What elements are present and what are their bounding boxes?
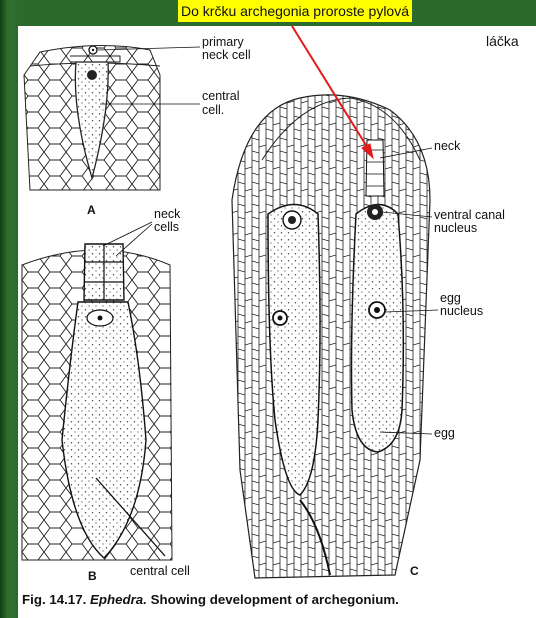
label-egg: egg bbox=[434, 427, 455, 440]
panel-b-drawing bbox=[22, 222, 172, 560]
annotation-text-line1: Do krčku archegonia proroste pylová bbox=[178, 0, 412, 22]
label-cell-a: cell. bbox=[202, 104, 224, 117]
label-neck-c: neck bbox=[434, 140, 460, 153]
panel-c-drawing bbox=[232, 95, 438, 578]
panel-a-drawing bbox=[24, 45, 200, 190]
panel-a-letter: A bbox=[87, 204, 96, 217]
label-egg-nucleus-2: nucleus bbox=[440, 305, 483, 318]
label-central-a: central bbox=[202, 90, 240, 103]
caption-prefix: Fig. 14.17. bbox=[22, 592, 86, 607]
label-central-cell-b: central cell bbox=[130, 565, 190, 578]
label-ventral-nucleus: nucleus bbox=[434, 222, 477, 235]
label-neck-cell: neck cell bbox=[202, 49, 251, 62]
annotation-text-line2: láčka bbox=[486, 33, 519, 49]
figure-caption: Fig. 14.17. Ephedra. Showing development… bbox=[22, 592, 399, 607]
panel-b-letter: B bbox=[88, 570, 97, 583]
panel-c-letter: C bbox=[410, 565, 419, 578]
caption-rest: Showing development of archegonium. bbox=[151, 592, 399, 607]
caption-genus: Ephedra. bbox=[90, 592, 147, 607]
label-cells-b: cells bbox=[154, 221, 179, 234]
